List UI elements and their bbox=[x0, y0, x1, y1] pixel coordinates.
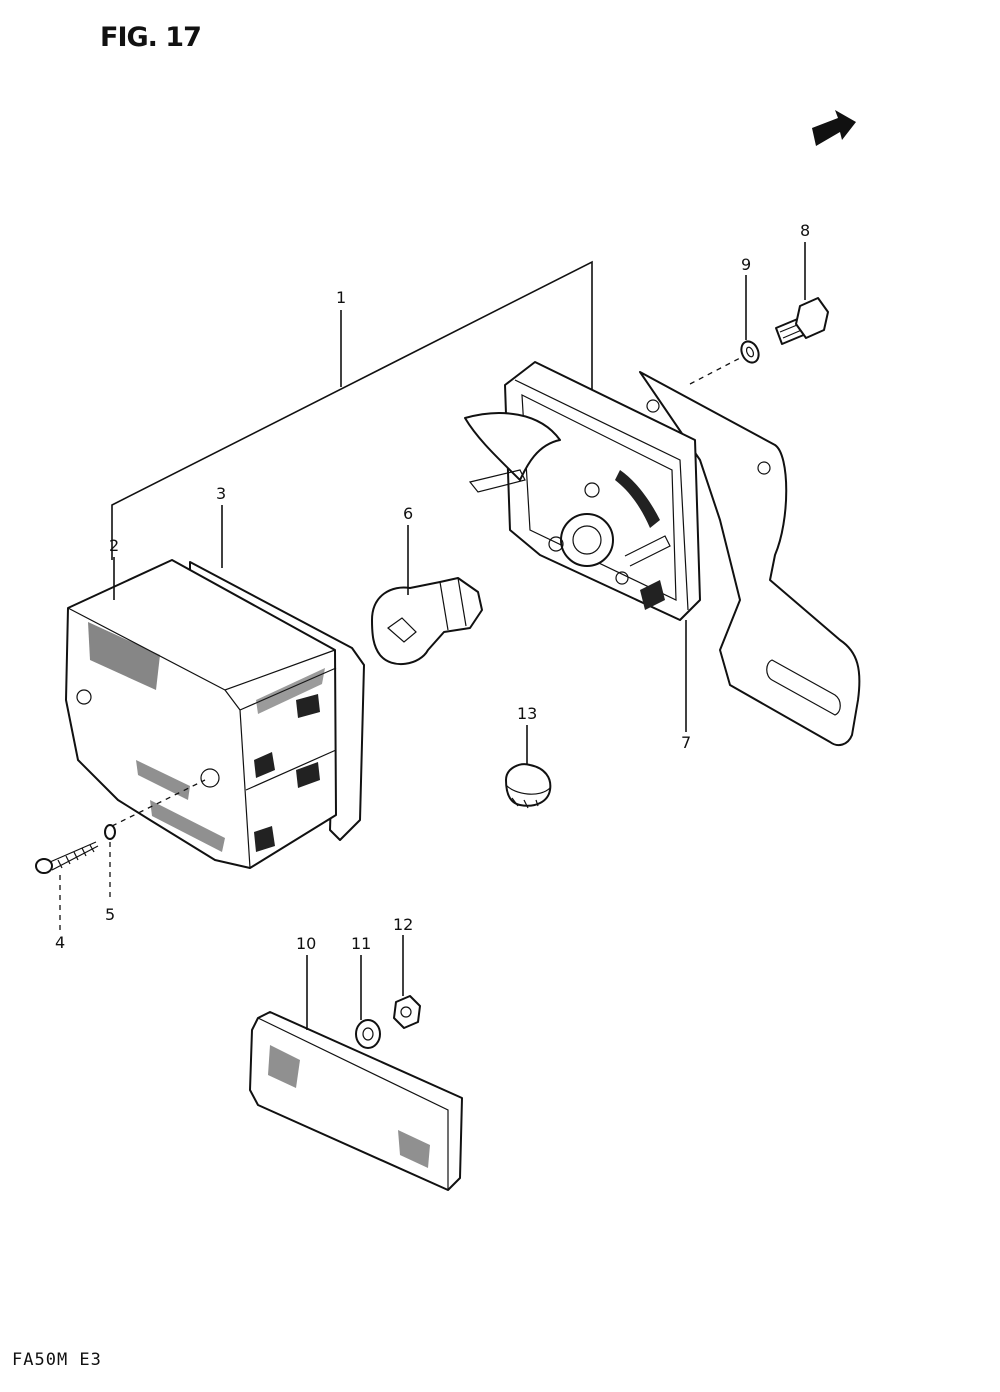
callout-11: 11 bbox=[351, 934, 371, 953]
screw-4 bbox=[35, 841, 99, 874]
lamp-housing-7 bbox=[464, 361, 861, 747]
callout-4: 4 bbox=[55, 933, 65, 952]
callout-1: 1 bbox=[336, 288, 346, 307]
lens-2 bbox=[65, 559, 337, 869]
assembly-bracket-1 bbox=[111, 260, 593, 560]
bulb-6 bbox=[371, 577, 483, 666]
model-code: FA50M E3 bbox=[12, 1350, 102, 1370]
callout-10: 10 bbox=[296, 934, 316, 953]
direction-arrow-icon bbox=[812, 110, 856, 146]
callout-13: 13 bbox=[517, 704, 537, 723]
washer-11 bbox=[355, 1019, 381, 1049]
callout-12: 12 bbox=[393, 915, 413, 934]
callout-2: 2 bbox=[109, 536, 119, 555]
washer-5 bbox=[104, 824, 116, 840]
figure-title: FIG. 17 bbox=[100, 22, 202, 53]
callout-9: 9 bbox=[741, 255, 751, 274]
bolt-8 bbox=[775, 297, 829, 345]
callout-7: 7 bbox=[681, 733, 691, 752]
callout-8: 8 bbox=[800, 221, 810, 240]
nut-12 bbox=[393, 995, 421, 1029]
leader-lines bbox=[113, 242, 806, 1030]
grommet-13 bbox=[505, 763, 552, 809]
callout-3: 3 bbox=[216, 484, 226, 503]
callout-5: 5 bbox=[105, 905, 115, 924]
washer-9 bbox=[740, 340, 760, 364]
callout-6: 6 bbox=[403, 504, 413, 523]
reflector-10 bbox=[249, 1011, 463, 1191]
